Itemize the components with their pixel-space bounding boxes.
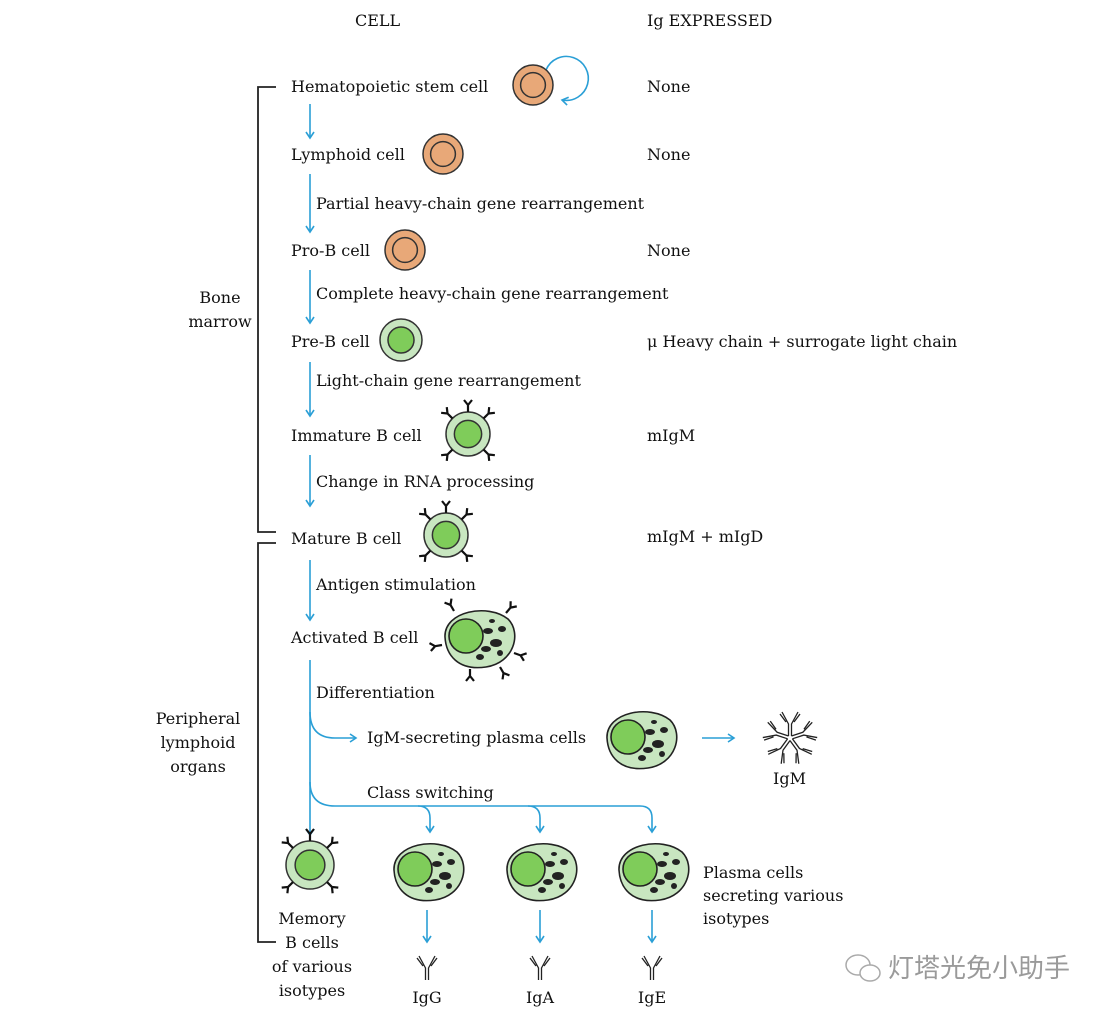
receptor-icon <box>441 407 454 420</box>
iga-plasma-cell <box>506 843 578 902</box>
igm-monomer-icon <box>762 720 789 741</box>
ig-pro-b: None <box>647 241 690 260</box>
class-switching-label: Class switching <box>367 783 494 802</box>
receptor-icon <box>482 448 495 461</box>
receptor-icon <box>419 549 432 562</box>
receptor-icon <box>419 508 432 521</box>
plasma-various-line3: isotypes <box>703 909 769 928</box>
pro-b-cell <box>384 229 426 271</box>
ige-plasma-cell <box>618 843 690 902</box>
plasma-various-line2: secreting various <box>703 886 843 905</box>
stage-label-pre-b: Pre-B cell <box>291 332 370 351</box>
stage-label-pro-b: Pro-B cell <box>291 241 370 260</box>
step-rna-processing: Change in RNA processing <box>316 472 534 491</box>
ige-antibody-icon <box>641 955 663 980</box>
watermark: 灯塔光免小助手 <box>888 954 1070 984</box>
lymphoid-cell <box>422 133 464 175</box>
igg-antibody-icon <box>416 955 438 980</box>
receptor-icon <box>513 651 527 662</box>
receptor-icon <box>482 407 495 420</box>
receptor-icon <box>326 881 339 894</box>
peripheral-line3: organs <box>170 757 226 776</box>
igm-monomer-icon <box>789 738 813 764</box>
receptor-icon <box>463 399 473 412</box>
ig-lymphoid: None <box>647 145 690 164</box>
progression-arrows <box>305 55 736 944</box>
hematopoietic-stem-cell <box>512 64 554 106</box>
ig-pre-b: μ Heavy chain + surrogate light chain <box>647 332 957 351</box>
stage-label-hsc: Hematopoietic stem cell <box>291 77 488 96</box>
step-partial-heavy: Partial heavy-chain gene rearrangement <box>316 194 645 213</box>
receptor-icon <box>305 828 315 841</box>
memory-b-cell <box>281 828 339 894</box>
ig-hsc: None <box>647 77 690 96</box>
iga-label: IgA <box>526 988 555 1007</box>
igm-pentamer-icon <box>762 711 818 764</box>
memory-line1: Memory <box>278 909 345 928</box>
stage-label-lymphoid: Lymphoid cell <box>291 145 405 164</box>
activated-b-cell <box>428 598 527 682</box>
cell-illustrations <box>281 64 818 980</box>
bone-marrow-line1: Bone <box>199 288 240 307</box>
peripheral-line2: lymphoid <box>161 733 236 752</box>
step-complete-heavy: Complete heavy-chain gene rearrangement <box>316 284 669 303</box>
receptor-icon <box>428 642 443 652</box>
stage-label-mature-b: Mature B cell <box>291 529 401 548</box>
iga-antibody-icon <box>529 955 551 980</box>
receptor-icon <box>465 669 475 682</box>
wechat-icon <box>845 954 881 982</box>
peripheral-bracket <box>257 542 276 943</box>
ige-label: IgE <box>638 988 666 1007</box>
igm-monomer-icon <box>767 738 791 764</box>
self-renewal-arrow <box>545 55 590 106</box>
igg-plasma-cell <box>393 843 465 902</box>
pre-b-cell <box>379 318 423 362</box>
igm-plasma-label: IgM-secreting plasma cells <box>367 728 586 747</box>
igm-plasma-cell <box>606 711 678 770</box>
igm-label: IgM <box>773 769 806 788</box>
receptor-icon <box>505 601 517 614</box>
receptor-icon <box>460 549 473 562</box>
mature-b-cell <box>419 500 473 562</box>
igg-label: IgG <box>412 988 441 1007</box>
plasma-various-line1: Plasma cells <box>703 863 803 882</box>
receptor-icon <box>441 500 451 513</box>
receptor-icon <box>281 881 294 894</box>
stage-label-immature-b: Immature B cell <box>291 426 422 445</box>
receptor-icon <box>499 666 510 680</box>
peripheral-line1: Peripheral <box>156 709 241 728</box>
receptor-icon <box>281 836 294 849</box>
memory-line3: of various <box>272 957 352 976</box>
bone-marrow-bracket <box>257 86 276 533</box>
receptor-icon <box>441 448 454 461</box>
bone-marrow-line2: marrow <box>188 312 252 331</box>
immature-b-cell <box>441 399 495 461</box>
memory-line2: B cells <box>285 933 339 952</box>
stage-label-activated-b: Activated B cell <box>290 628 418 647</box>
step-differentiation: Differentiation <box>316 683 435 702</box>
header-ig-expressed: Ig EXPRESSED <box>647 11 772 30</box>
memory-line4: isotypes <box>279 981 345 1000</box>
ig-mature-b: mIgM + mIgD <box>647 527 763 546</box>
igm-monomer-icon <box>791 720 818 741</box>
receptor-icon <box>444 598 455 612</box>
igm-monomer-icon <box>779 711 801 736</box>
ig-immature-b: mIgM <box>647 426 695 445</box>
step-light-chain: Light-chain gene rearrangement <box>316 371 581 390</box>
header-cell: CELL <box>355 11 401 30</box>
receptor-icon <box>460 508 473 521</box>
step-antigen-stimulation: Antigen stimulation <box>315 575 476 594</box>
receptor-icon <box>326 836 339 849</box>
